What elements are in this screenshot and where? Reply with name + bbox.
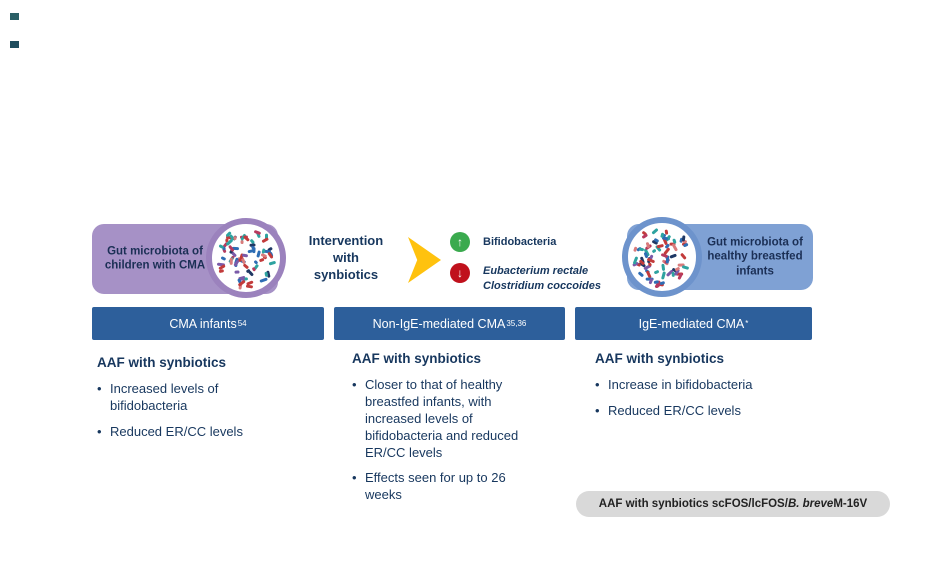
bullet-text: Effects seen for up to 26 weeks xyxy=(365,470,506,503)
bifidobacteria-increase-row: ↑ Bifidobacteria xyxy=(450,232,556,252)
microbe-dot xyxy=(253,229,262,235)
bullet-item: Increase in bifidobacteria xyxy=(595,377,753,394)
healthy-infants-label: Gut microbiota of healthy breastfed infa… xyxy=(707,236,803,278)
microbe-dot xyxy=(651,249,657,254)
decrease-label: Eubacterium rectale Clostridium coccoide… xyxy=(483,263,601,295)
increase-label: Bifidobacteria xyxy=(483,236,557,248)
bullet-text: Increased levels of bifidobacteria xyxy=(110,381,219,413)
microbe-dot xyxy=(671,243,678,252)
bullet-item: Reduced ER/CC levels xyxy=(595,403,753,420)
microbe-dot xyxy=(651,227,659,234)
microbe-dot xyxy=(267,251,274,259)
microbe-dot xyxy=(672,238,677,245)
microbe-dot xyxy=(648,278,654,285)
microbe-dot xyxy=(258,257,265,262)
bacteria-decrease-row: ↓ Eubacterium rectale Clostridium coccoi… xyxy=(450,263,601,295)
microbe-dot xyxy=(245,284,253,289)
microbe-dot xyxy=(218,269,225,274)
microbe-dot xyxy=(261,237,269,244)
page-corner-mark xyxy=(10,41,19,48)
page-corner-mark xyxy=(10,13,19,20)
microbe-dot xyxy=(642,233,649,239)
microbe-dot xyxy=(653,270,660,275)
microbe-dot xyxy=(664,229,669,236)
header-text: IgE-mediated CMA xyxy=(638,316,745,331)
microbe-dot xyxy=(678,273,684,281)
down-arrow-icon: ↓ xyxy=(450,263,470,283)
microbe-dot xyxy=(681,265,690,270)
decrease-label-line: Eubacterium rectale xyxy=(483,265,589,277)
footnote-prefix: AAF with synbiotics scFOS/lcFOS/ xyxy=(598,498,788,510)
microbe-dot xyxy=(637,271,644,278)
column-cma-infants: AAF with synbiotics Increased levels of … xyxy=(97,355,269,450)
footnote-species: B. breve xyxy=(787,498,834,510)
microbe-dot xyxy=(233,235,237,241)
column-title: AAF with synbiotics xyxy=(352,351,482,366)
column-title: AAF with synbiotics xyxy=(595,351,725,366)
bullet-item: Reduced ER/CC levels xyxy=(97,424,269,441)
header-text: Non-IgE-mediated CMA xyxy=(372,316,506,331)
microbe-dot xyxy=(230,257,234,265)
microbe-dot xyxy=(235,270,240,274)
synbiotics-footnote-pill: AAF with synbiotics scFOS/lcFOS/B. breve… xyxy=(576,491,890,517)
header-text: CMA infants xyxy=(169,316,237,331)
microbiota-dots xyxy=(212,224,280,292)
microbe-dot xyxy=(660,253,668,259)
intervention-label: Intervention with synbiotics xyxy=(308,233,384,282)
column-ige-cma: AAF with synbiotics Increase in bifidoba… xyxy=(595,351,753,429)
header-ige-cma: IgE-mediated CMA* xyxy=(575,307,812,340)
microbe-dot xyxy=(240,240,244,245)
bullet-text: Closer to that of healthy breastfed infa… xyxy=(365,377,519,460)
cma-microbiota-circle xyxy=(206,218,286,298)
microbiota-dots xyxy=(628,223,696,291)
microbe-dot xyxy=(661,263,666,271)
down-arrow-glyph: ↓ xyxy=(457,266,463,280)
bullet-item: Increased levels of bifidobacteria xyxy=(97,381,269,415)
microbe-dot xyxy=(218,243,224,249)
microbe-dot xyxy=(259,277,269,283)
up-arrow-glyph: ↑ xyxy=(457,235,463,249)
bullet-text: Increase in bifidobacteria xyxy=(608,377,753,392)
column-title: AAF with synbiotics xyxy=(97,355,227,370)
arrow-right-icon xyxy=(408,237,441,283)
bullet-text: Reduced ER/CC levels xyxy=(110,423,243,439)
cma-children-label: Gut microbiota of children with CMA xyxy=(104,245,206,272)
bullet-item: Closer to that of healthy breastfed infa… xyxy=(352,377,544,461)
healthy-microbiota-circle xyxy=(622,217,702,297)
column-non-ige-cma: AAF with synbiotics Closer to that of he… xyxy=(352,351,544,513)
microbe-dot xyxy=(220,255,227,261)
footnote-suffix: M-16V xyxy=(833,498,868,510)
bullet-text: Reduced ER/CC levels xyxy=(608,402,741,418)
bullet-item: Effects seen for up to 26 weeks xyxy=(352,470,544,504)
microbe-dot xyxy=(243,235,251,243)
decrease-label-line: Clostridium coccoides xyxy=(483,280,601,293)
up-arrow-icon: ↑ xyxy=(450,232,470,252)
microbe-dot xyxy=(680,252,688,260)
microbe-dot xyxy=(670,254,678,259)
microbe-dot xyxy=(268,261,276,266)
